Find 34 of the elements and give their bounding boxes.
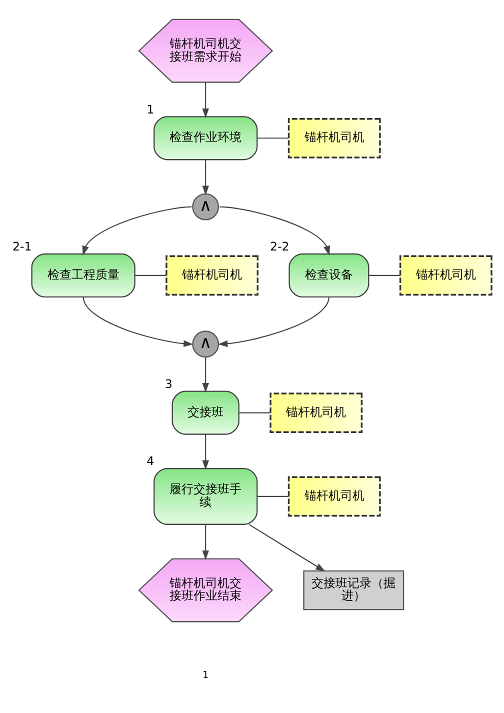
arrow: [82, 296, 194, 347]
arrow: [248, 524, 326, 572]
node-label: 4: [146, 454, 154, 468]
node-box: 交接班: [172, 390, 240, 434]
connector: [239, 412, 270, 413]
connector: [257, 495, 289, 496]
node-box: 锚杆机司机: [270, 392, 363, 432]
node-circle: ∧: [192, 330, 220, 358]
arrow: [202, 82, 209, 118]
node-box: 锚杆机司机: [399, 254, 492, 296]
node-label: 1: [146, 102, 154, 116]
node-box: 锚杆机司机: [166, 254, 258, 296]
label: 1: [202, 669, 209, 680]
node-label: 2-2: [270, 239, 290, 254]
node-box: 履行交接班手续: [154, 467, 258, 524]
arrow: [202, 159, 209, 195]
arrow: [220, 206, 330, 256]
connector: [368, 274, 400, 276]
connector: [135, 274, 166, 276]
node-label: 3: [164, 376, 172, 390]
node-box: 检查设备: [288, 252, 370, 298]
connector: [257, 137, 289, 138]
node-label: 2-1: [12, 239, 32, 254]
node-box: 检查工程质量: [31, 252, 136, 298]
arrow: [202, 524, 209, 560]
node-circle: ∧: [192, 192, 220, 220]
node-box: 交接班记录（掘进）: [303, 570, 404, 610]
node-box: 锚杆机司机: [288, 117, 381, 158]
node-box: 检查作业环境: [154, 116, 258, 160]
arrow: [202, 434, 209, 470]
node-box: 锚杆机司机: [288, 476, 381, 516]
arrow: [82, 206, 192, 256]
arrow: [202, 356, 209, 392]
arrow: [218, 296, 330, 347]
